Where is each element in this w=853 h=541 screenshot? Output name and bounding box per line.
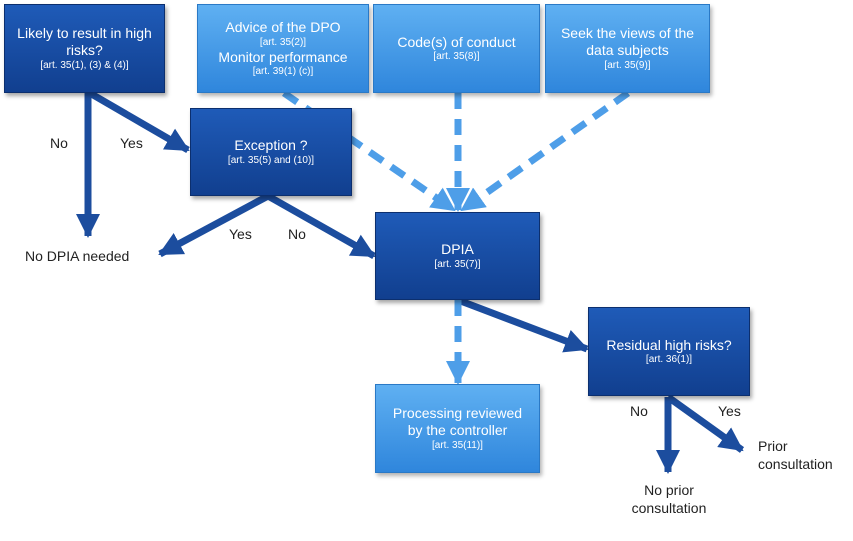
box-advice-dpo: Advice of the DPO [art. 35(2)] Monitor p… [197,4,369,93]
box-processing-title: Processing reviewed by the controller [392,405,523,438]
label-likely-yes: Yes [120,135,143,151]
box-residual-ref: [art. 36(1)] [645,354,693,366]
box-exception: Exception ? [art. 35(5) and (10)] [190,108,352,196]
arrow-exception-no [266,192,376,260]
label-residual-yes: Yes [718,403,741,419]
arrow-views-dpia [459,90,631,213]
box-residual-title: Residual high risks? [606,336,732,353]
box-likely-high-risks: Likely to result in high risks? [art. 35… [4,4,165,93]
box-exception-title: Exception ? [234,137,308,154]
label-no-prior-consultation: No prior consultation [631,482,707,516]
label-residual-no: No [630,403,648,419]
box-advice-ref: [art. 35(2)] [259,36,307,48]
box-codes-ref: [art. 35(8)] [433,51,480,63]
box-processing-reviewed: Processing reviewed by the controller [a… [375,384,540,473]
arrow-exception-yes [158,192,270,258]
label-no-dpia-needed: No DPIA needed [25,248,130,264]
box-dpia-ref: [art. 35(7)] [434,258,481,270]
box-dpia: DPIA [art. 35(7)] [375,212,540,300]
box-dpia-title: DPIA [441,241,474,258]
box-likely-title: Likely to result in high risks? [17,25,152,58]
box-monitor-title: Monitor performance [218,48,348,65]
box-views-ref: [art. 35(9)] [604,59,651,71]
box-views-title: Seek the views of the data subjects [560,25,695,58]
box-residual-high-risks: Residual high risks? [art. 36(1)] [588,307,750,396]
box-processing-ref: [art. 35(11)] [432,439,483,451]
box-codes-of-conduct: Code(s) of conduct [art. 35(8)] [373,4,540,93]
box-exception-ref: [art. 35(5) and (10)] [227,154,315,166]
box-likely-ref: [art. 35(1), (3) & (4)] [40,59,129,71]
box-views-data-subjects: Seek the views of the data subjects [art… [545,4,710,93]
label-exception-yes: Yes [229,226,252,242]
label-prior-consultation: Prior consultation [758,438,833,472]
label-likely-no: No [50,135,68,151]
box-advice-title: Advice of the DPO [225,18,341,35]
box-monitor-ref: [art. 39(1) (c)] [252,66,314,78]
box-codes-title: Code(s) of conduct [397,33,516,50]
arrow-residual-yes [665,394,745,453]
arrow-likely-yes [86,88,190,154]
label-exception-no: No [288,226,306,242]
arrow-dpia-residual [456,296,589,353]
